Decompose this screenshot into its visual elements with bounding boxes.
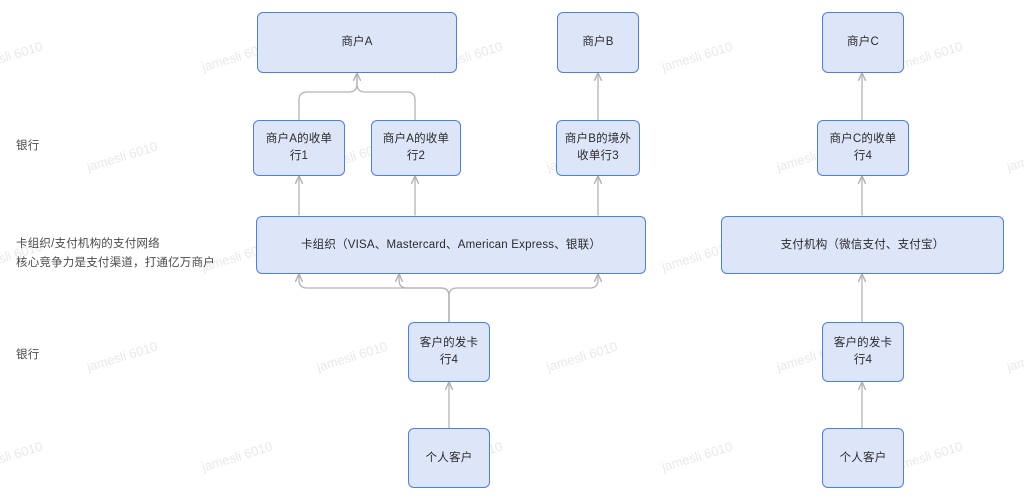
watermark-text: jamesli 6010 [0,438,45,475]
watermark-text: jamesli 6010 [1005,139,1024,175]
edge-issuer-to-network-left [294,273,450,323]
watermark-text: jamesli 6010 [1005,339,1024,375]
row-label-payment-network: 卡组织/支付机构的支付网络 核心竞争力是支付渠道，打通亿万商户 [16,238,215,269]
row-label-bank-top: 银行 [16,140,40,152]
node-customer-left[interactable]: 个人客户 [408,428,490,488]
watermark-text: jamesli 6010 [200,438,275,475]
row-label-bank-bottom: 银行 [16,349,40,361]
node-merchant-c[interactable]: 商户C [822,12,904,73]
node-issuer-left[interactable]: 客户的发卡行4 [408,322,490,382]
node-acquirer-b3[interactable]: 商户B的境外收单行3 [556,120,640,176]
edge-issuer-to-network-mid [394,273,450,323]
watermark-text: jamesli 6010 [85,338,160,375]
node-acquirer-a2[interactable]: 商户A的收单行2 [371,120,461,176]
edge-acquirer-a1-to-merchant-a [298,72,362,121]
node-merchant-b[interactable]: 商户B [557,12,639,73]
node-acquirer-c4[interactable]: 商户C的收单行4 [817,120,909,176]
node-customer-right[interactable]: 个人客户 [822,428,904,488]
watermark-text: jamesli 6010 [545,338,620,375]
watermark-text: jamesli 6010 [660,38,735,75]
node-acquirer-a1[interactable]: 商户A的收单行1 [253,120,345,176]
watermark-text: jamesli 6010 [0,38,45,75]
edge-issuer-to-network-right [448,273,603,323]
node-issuer-right[interactable]: 客户的发卡行4 [822,322,904,382]
watermark-text: jamesli 6010 [85,138,160,175]
watermark-text: jamesli 6010 [315,338,390,375]
edge-acquirer-a2-to-merchant-a [356,72,416,121]
node-card-network[interactable]: 卡组织（VISA、Mastercard、American Express、银联） [256,216,646,274]
node-payment-institution[interactable]: 支付机构（微信支付、支付宝） [721,216,1004,274]
node-merchant-a[interactable]: 商户A [257,12,457,73]
watermark-text: jamesli 6010 [660,438,735,475]
